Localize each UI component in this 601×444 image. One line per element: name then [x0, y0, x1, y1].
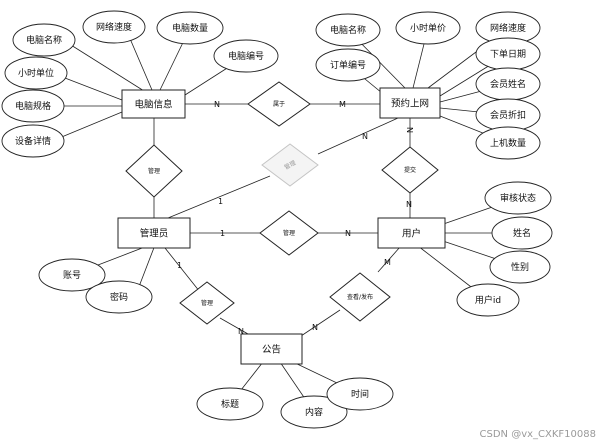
- attribute-bk-order-date: 下单日期: [475, 37, 541, 71]
- attribute-user-name: 姓名: [491, 216, 553, 250]
- attribute-admin-account: 账号: [38, 258, 106, 292]
- relationship-submit: 提交: [381, 146, 439, 194]
- entity-notice: 公告: [240, 333, 303, 365]
- attribute-notice-content: 内容: [280, 395, 348, 429]
- svg-text:订单编号: 订单编号: [330, 59, 366, 71]
- svg-text:电脑信息: 电脑信息: [134, 99, 172, 111]
- svg-text:小时单位: 小时单位: [18, 67, 54, 79]
- svg-text:标题: 标题: [221, 398, 239, 410]
- attribute-ci-speed: 网络速度: [82, 10, 146, 44]
- attribute-user-review-status: 审核状态: [484, 181, 552, 215]
- svg-text:电脑编号: 电脑编号: [228, 50, 264, 62]
- attribute-notice-title: 标题: [196, 387, 264, 421]
- attribute-bk-computer-name: 电脑名称: [315, 13, 381, 47]
- svg-text:设备详情: 设备详情: [15, 135, 51, 147]
- attribute-ci-spec: 电脑规格: [1, 89, 65, 123]
- cardinality-admin-manage-user: 1: [220, 229, 225, 238]
- svg-text:内容: 内容: [305, 406, 323, 418]
- attribute-bk-member-discount: 会员折扣: [475, 98, 541, 132]
- svg-text:下单日期: 下单日期: [490, 48, 526, 60]
- attribute-ci-quantity: 电脑数量: [156, 11, 224, 45]
- attribute-user-gender: 性别: [489, 250, 551, 284]
- attribute-ci-number: 电脑编号: [213, 39, 279, 73]
- cardinality-user-view: M: [384, 258, 391, 267]
- relationship-manage-user: 管理: [259, 210, 319, 256]
- svg-text:小时单价: 小时单价: [410, 22, 446, 34]
- relationship-belongs: 属于: [247, 81, 311, 127]
- attribute-bk-machine-count: 上机数量: [475, 126, 541, 160]
- svg-text:用户: 用户: [402, 228, 421, 240]
- svg-text:上机数量: 上机数量: [490, 137, 526, 149]
- cardinality-admin-manage-booking: 1: [218, 197, 223, 206]
- attribute-bk-speed: 网络速度: [475, 11, 541, 45]
- svg-text:提交: 提交: [404, 166, 416, 174]
- attribute-ci-hour-unit: 小时单位: [4, 56, 68, 90]
- svg-text:姓名: 姓名: [513, 227, 531, 239]
- attribute-bk-member-name: 会员姓名: [475, 67, 541, 101]
- svg-text:电脑名称: 电脑名称: [330, 24, 366, 36]
- attribute-admin-password: 密码: [85, 280, 153, 314]
- relationship-manage-notice: 管理: [179, 281, 235, 325]
- entity-admin: 管理员: [117, 217, 191, 249]
- attribute-ci-device-detail: 设备详情: [1, 124, 65, 158]
- cardinality-booking-submit: N: [405, 127, 414, 133]
- attribute-ci-name: 电脑名称: [12, 23, 76, 57]
- cardinality-ci-belongs: N: [214, 100, 220, 109]
- cardinality-view-notice: N: [312, 323, 318, 332]
- cardinality-belongs-booking: M: [339, 100, 346, 109]
- svg-text:电脑规格: 电脑规格: [15, 100, 51, 112]
- attribute-user-id: 用户id: [456, 283, 520, 317]
- svg-text:性别: 性别: [511, 261, 529, 273]
- svg-text:管理员: 管理员: [140, 228, 169, 240]
- cardinality-submit-user: N: [406, 200, 412, 209]
- cardinality-manage-notice-notice: N: [238, 327, 244, 336]
- svg-text:公告: 公告: [262, 344, 281, 356]
- svg-text:密码: 密码: [110, 291, 128, 303]
- svg-text:用户id: 用户id: [475, 294, 501, 306]
- attribute-bk-hour-price: 小时单价: [395, 11, 461, 45]
- svg-text:管理: 管理: [283, 229, 295, 237]
- cardinality-admin-manage-notice: 1: [177, 261, 182, 270]
- svg-text:预约上网: 预约上网: [391, 98, 429, 110]
- watermark: CSDN @vx_CXKF10088: [480, 429, 596, 440]
- svg-text:网络速度: 网络速度: [96, 21, 132, 33]
- svg-text:审核状态: 审核状态: [500, 192, 536, 204]
- cardinality-booking-manage-admin: N: [362, 132, 368, 141]
- svg-text:时间: 时间: [351, 388, 369, 400]
- svg-text:会员姓名: 会员姓名: [490, 78, 526, 90]
- attribute-bk-order-number: 订单编号: [315, 48, 381, 82]
- svg-text:电脑数量: 电脑数量: [172, 22, 208, 34]
- svg-text:管理: 管理: [201, 299, 213, 307]
- svg-text:电脑名称: 电脑名称: [26, 34, 62, 46]
- svg-text:账号: 账号: [63, 270, 81, 281]
- svg-text:属于: 属于: [273, 101, 285, 108]
- svg-text:查看/发布: 查看/发布: [347, 293, 373, 301]
- svg-text:会员折扣: 会员折扣: [490, 109, 526, 121]
- relationship-view-publish: 查看/发布: [329, 272, 391, 322]
- relationship-manage-computer: 管理: [125, 144, 183, 198]
- svg-text:网络速度: 网络速度: [490, 22, 526, 34]
- cardinality-manage-user-user: N: [345, 229, 351, 238]
- entity-booking: 预约上网: [379, 87, 441, 119]
- entity-computer-info: 电脑信息: [121, 89, 186, 119]
- svg-text:管理: 管理: [148, 167, 160, 175]
- relationship-manage-booking: 管理: [261, 143, 319, 187]
- entity-user: 用户: [377, 217, 446, 249]
- attribute-notice-time: 时间: [326, 377, 394, 411]
